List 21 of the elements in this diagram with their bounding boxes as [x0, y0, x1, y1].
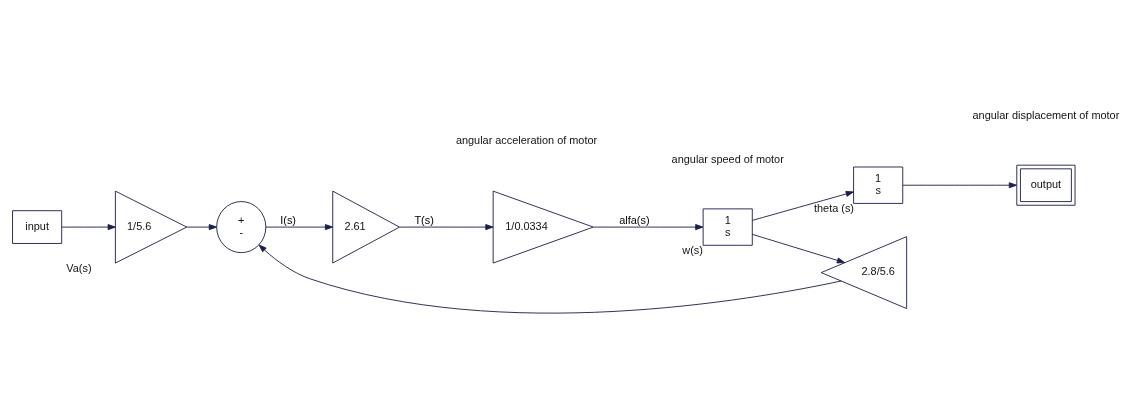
- arrow: [258, 244, 842, 314]
- arrow: [752, 233, 846, 263]
- node-label: w(s): [682, 243, 703, 256]
- label: angular acceleration of motor: [455, 133, 598, 146]
- edge-label: I(s): [280, 213, 297, 226]
- node-label: Va(s): [66, 261, 92, 274]
- edge-label: alfa(s): [619, 213, 650, 226]
- node-box: 1 s: [702, 207, 753, 246]
- arrow: [399, 223, 494, 230]
- arrow: [752, 190, 854, 221]
- arrow: [593, 223, 704, 230]
- node-box: 1 s: [853, 166, 904, 204]
- arrow: [186, 223, 217, 230]
- arrow: [265, 223, 334, 230]
- edge-label: T(s): [414, 213, 434, 226]
- arrow: [61, 223, 116, 230]
- node-box: input: [12, 209, 63, 244]
- label: angular speed of motor: [671, 152, 784, 165]
- arrow: [902, 181, 1017, 188]
- label: angular displacement of motor: [972, 108, 1120, 121]
- node-label: theta (s): [814, 201, 855, 214]
